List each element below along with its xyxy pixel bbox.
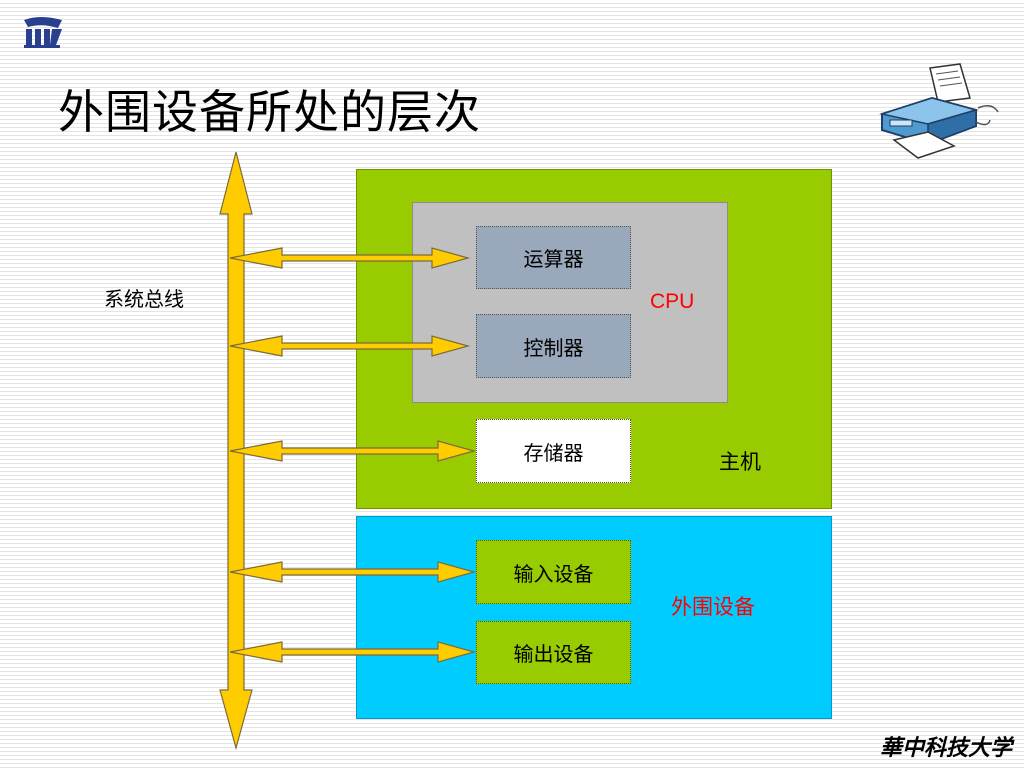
printer-icon bbox=[879, 63, 999, 159]
bus-arrow-output bbox=[229, 641, 477, 663]
page-title: 外围设备所处的层次 bbox=[58, 85, 481, 139]
alu-unit: 运算器 bbox=[476, 226, 631, 289]
cpu-label: CPU bbox=[650, 290, 695, 313]
peripheral-label: 外围设备 bbox=[671, 595, 755, 619]
bus-arrow-memory bbox=[229, 440, 477, 462]
controller-unit: 控制器 bbox=[476, 314, 631, 378]
system-bus-label: 系统总线 bbox=[104, 287, 184, 311]
input-device-unit: 输入设备 bbox=[476, 540, 631, 604]
memory-unit: 存储器 bbox=[476, 419, 631, 483]
university-logo-text: 華中科技大学 bbox=[879, 735, 1012, 761]
output-device-unit: 输出设备 bbox=[476, 621, 631, 684]
school-logo-icon bbox=[24, 17, 62, 48]
bus-arrow-controller bbox=[229, 335, 471, 357]
bus-arrow-input bbox=[229, 561, 477, 583]
host-label: 主机 bbox=[719, 450, 761, 474]
bus-arrow-alu bbox=[229, 247, 471, 269]
